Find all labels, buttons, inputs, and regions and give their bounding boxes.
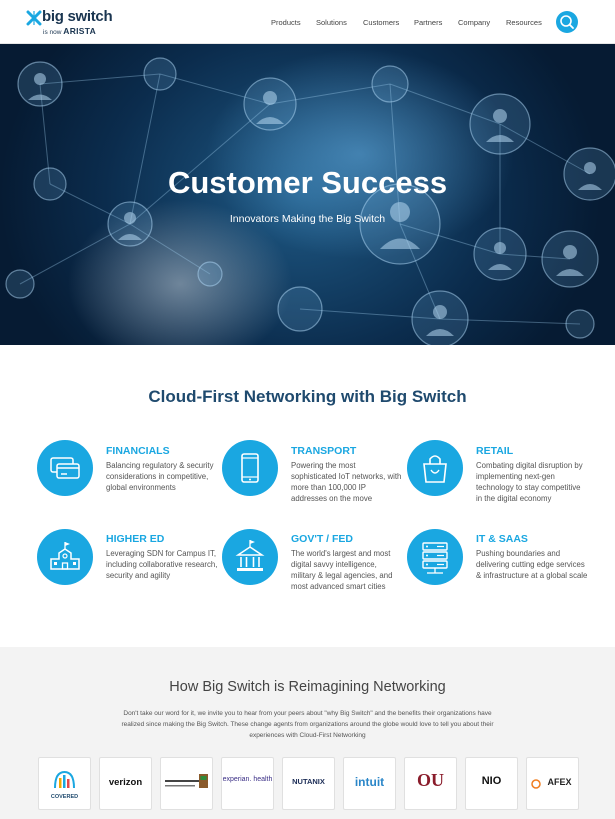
- nav-customers[interactable]: Customers: [363, 18, 400, 27]
- search-icon: [560, 15, 574, 29]
- nav-products[interactable]: Products: [271, 18, 301, 27]
- customer-logo-oklahoma[interactable]: OU: [404, 757, 457, 810]
- transport-icon-circle[interactable]: [222, 440, 278, 496]
- hero-banner: Customer Success Innovators Making the B…: [0, 44, 615, 345]
- afex-logo-icon: [531, 779, 541, 789]
- industry-desc-retail: Combating digital disruption by implemen…: [476, 461, 583, 503]
- nav-partners[interactable]: Partners: [414, 18, 443, 27]
- brand-name: big switch: [42, 8, 113, 25]
- customer-logo-covered-california[interactable]: COVERED: [38, 757, 91, 810]
- industry-title-it-saas[interactable]: IT & SAAS: [476, 533, 528, 545]
- logo-text: OU: [417, 770, 444, 790]
- govt-fed-icon-circle[interactable]: [222, 529, 278, 585]
- industry-title-retail[interactable]: RETAIL: [476, 445, 514, 457]
- site-header: big switch is now ARISTA Products Soluti…: [0, 0, 615, 44]
- testimonials-description: Don't take our word for it, we invite yo…: [121, 710, 494, 739]
- customer-logo-intuit[interactable]: intuit: [343, 757, 396, 810]
- logo-text: experian. health: [222, 776, 273, 783]
- server-icon: [422, 542, 448, 574]
- logo-text: NUTANIX: [292, 777, 325, 786]
- logo-text: verizon: [108, 777, 143, 788]
- industries-title: Cloud-First Networking with Big Switch: [148, 387, 467, 406]
- customer-logo-nutanix[interactable]: NUTANIX: [282, 757, 335, 810]
- search-button[interactable]: [556, 11, 578, 33]
- shopping-bag-icon: [423, 455, 447, 483]
- nav-company[interactable]: Company: [458, 18, 491, 27]
- higher-ed-icon-circle[interactable]: [37, 529, 93, 585]
- nav-solutions[interactable]: Solutions: [316, 18, 347, 27]
- industry-title-financials[interactable]: FINANCIALS: [106, 445, 170, 457]
- logo-text: NIO: [481, 775, 502, 787]
- smartphone-icon: [241, 453, 259, 483]
- emblem-logo-icon: [165, 774, 208, 788]
- logo-text: AFEX: [547, 777, 572, 787]
- covered-california-logo-icon: [54, 770, 75, 789]
- logo-text: intuit: [354, 775, 385, 789]
- hero-subtitle: Innovators Making the Big Switch: [229, 213, 386, 225]
- customer-logo-verizon[interactable]: verizon: [99, 757, 152, 810]
- network-people-graphic: [5, 57, 615, 345]
- industry-desc-higher-ed: Leveraging SDN for Campus IT, including …: [106, 549, 218, 580]
- customer-logo-afex[interactable]: AFEX: [526, 757, 579, 810]
- customer-logo-experian-health[interactable]: experian. health: [221, 757, 274, 810]
- industry-desc-govt-fed: The world's largest and most digital sav…: [291, 549, 393, 591]
- industry-title-govt-fed[interactable]: GOV'T / FED: [291, 533, 354, 545]
- industry-desc-it-saas: Pushing boundaries and delivering cuttin…: [476, 549, 588, 580]
- it-saas-icon-circle[interactable]: [407, 529, 463, 585]
- customer-logo-emblem[interactable]: [160, 757, 213, 810]
- government-building-icon: [235, 540, 265, 571]
- brand-sub-name: ARISTA: [63, 26, 97, 36]
- industry-desc-financials: Balancing regulatory & security consider…: [106, 461, 214, 492]
- logo-x-icon: [26, 10, 42, 26]
- hero-title: Customer Success: [167, 165, 448, 200]
- industry-desc-transport: Powering the most sophisticated IoT netw…: [291, 461, 402, 503]
- school-icon: [50, 542, 80, 570]
- financials-icon-circle[interactable]: [37, 440, 93, 496]
- credit-cards-icon: [50, 457, 80, 479]
- industry-title-higher-ed[interactable]: HIGHER ED: [106, 533, 165, 545]
- brand-sub-prefix: is now: [43, 29, 62, 36]
- testimonials-title: How Big Switch is Reimagining Networking: [169, 679, 446, 695]
- nav-resources[interactable]: Resources: [506, 18, 542, 27]
- industry-title-transport[interactable]: TRANSPORT: [291, 445, 357, 457]
- customer-logo-nio[interactable]: NIO: [465, 757, 518, 810]
- logo-text: COVERED: [50, 794, 79, 800]
- retail-icon-circle[interactable]: [407, 440, 463, 496]
- brand-subline: is now ARISTA: [43, 26, 96, 36]
- big-switch-logo[interactable]: big switch is now ARISTA: [26, 8, 116, 36]
